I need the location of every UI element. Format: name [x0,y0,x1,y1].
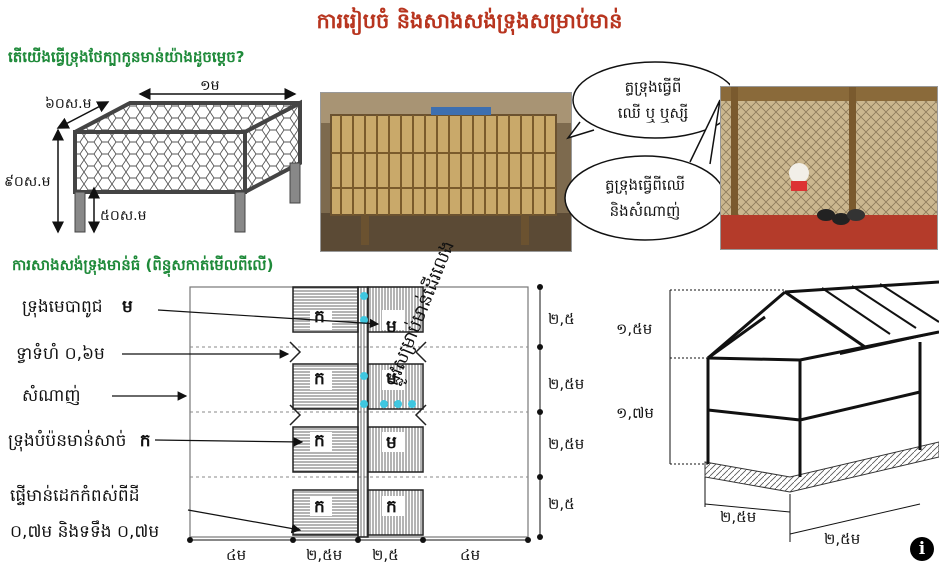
dim-wall-label: ១,៧ម [616,404,654,422]
label-brood-mark: ម [122,297,133,317]
info-icon[interactable]: i [910,537,934,561]
cell-mark-brood: ម [386,433,397,453]
floor-plan [112,284,543,543]
dim-bottom-3: ២,៥ [372,546,399,564]
speech-bubbles [564,61,730,241]
dim-right-1: ២,៥ [548,310,575,328]
label-perch-size: ០,៧ម និងទទឹង ០,៧ម [10,522,160,542]
dim-width2-label: ២,៥ម [824,530,861,548]
bubble-wood-line2: ឈើ ឬ ឬស្សី [617,104,689,122]
label-meat-pen-text: ទ្រុងបំប៉នមាន់សាច់ [8,431,127,451]
dim-length-label: ១ម [200,78,220,94]
dim-right-2: ២,៥ម [548,375,585,393]
dim-leg-label: ៥០ស.ម [100,208,147,224]
label-meat-mark: ក [139,431,151,451]
page-title: ការរៀបចំ និងសាងសង់ទ្រុងសម្រាប់មាន់ [316,9,623,33]
cell-mark-meat: ក [314,497,325,517]
dim-width1-label: ២,៥ម [720,508,757,526]
cell-mark-meat: ក [314,307,325,327]
bubble-net-line2: និងសំណាញ់ [609,202,681,220]
net-cage-photo [720,86,938,250]
dim-roof-label: ១,៥ម [616,320,653,338]
small-cage-question: តើយើងធ្វើទ្រុងថែក្បាកូនមាន់យ៉ាងដូចម្ដេច? [8,48,245,66]
label-perch: ផ្ទើមាន់ដេកកំពស់ពីដី [10,486,140,506]
dim-bottom-2: ២,៥ម [306,546,343,564]
cell-mark-brood: ម [386,369,397,389]
plan-heading: ការសាងសង់ទ្រុងមាន់ធំ (ពិន្ធុសកាត់មើលពីលើ… [12,256,274,274]
dim-width-label: ៦០ស.ម [45,96,92,112]
dim-bottom-4: ៤ម [460,546,481,564]
bubble-wood-cage: ត្ធទ្រុងធ្វើពី ឈើ ឬ ឬស្សី [578,74,728,126]
bubble-wood-line1: ត្ធទ្រុងធ្វើពី [624,78,682,96]
label-brood-pen-text: ទ្រុងមេបាពូជ [22,297,103,317]
cell-mark-meat: ក [314,431,325,451]
cell-mark-meat: ក [314,369,325,389]
building-frame [669,280,939,542]
bubble-net-cage: ត្ធទ្រុងធ្វើពីឈើ និងសំណាញ់ [570,172,720,224]
label-mesh: សំណាញ់ [22,386,81,406]
label-brood-pen: ទ្រុងមេបាពូជ ម [22,296,133,321]
bubble-net-line1: ត្ធទ្រុងធ្វើពីឈើ [605,176,685,194]
dim-bottom-1: ៤ម [226,546,247,564]
cell-mark-brood: ម [386,317,397,337]
label-meat-pen: ទ្រុងបំប៉នមាន់សាច់ ក [8,430,151,455]
dim-right-3: ២,៥ម [548,435,585,453]
label-door: ទ្វាទំហំ ០,៦ម [16,344,105,364]
bamboo-cage-photo [320,92,572,252]
dim-height-label: ៩០ស.ម [4,174,51,190]
cell-mark-meat: ក [386,497,397,517]
dim-right-4: ២,៥ [548,495,575,513]
small-cage-drawing [52,88,302,234]
